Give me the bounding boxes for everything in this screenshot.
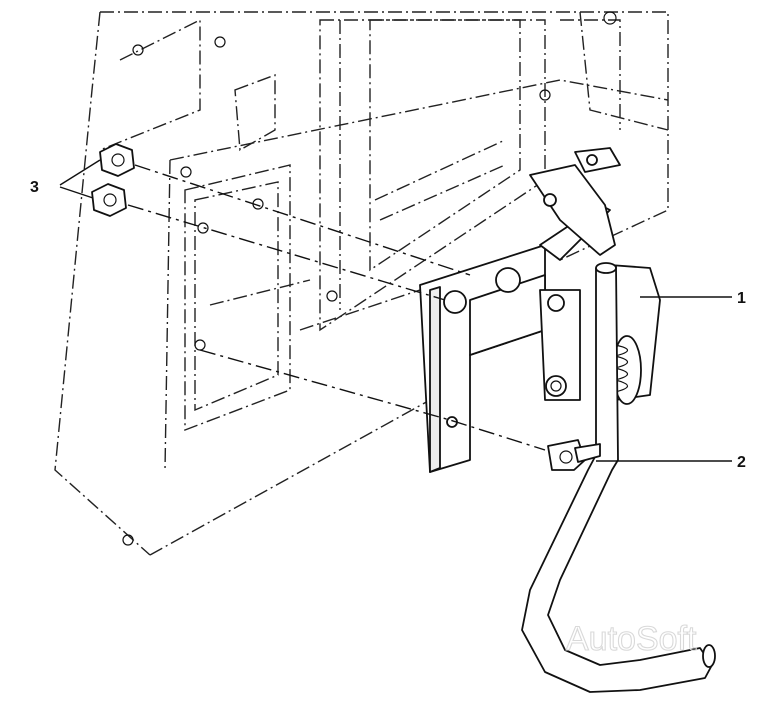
bolt-head-icon — [545, 375, 567, 397]
callout-1: 1 — [737, 290, 746, 307]
chassis-frame — [54, 11, 669, 556]
brake-bracket — [419, 204, 611, 473]
lock-nuts — [91, 143, 135, 217]
callout-2: 2 — [737, 454, 746, 471]
nut-icon — [99, 143, 135, 177]
bracket-hole-icon — [443, 290, 467, 314]
upper-link-plate — [529, 147, 621, 256]
return-spring — [609, 264, 661, 405]
mounting-bolt — [547, 439, 601, 471]
assembly-axes — [127, 164, 546, 451]
leader-lines — [59, 159, 732, 462]
nut-icon — [91, 183, 127, 217]
watermark: AutoSoft — [566, 620, 697, 658]
callout-3: 3 — [30, 179, 39, 196]
brake-pedal-rod — [521, 262, 716, 693]
